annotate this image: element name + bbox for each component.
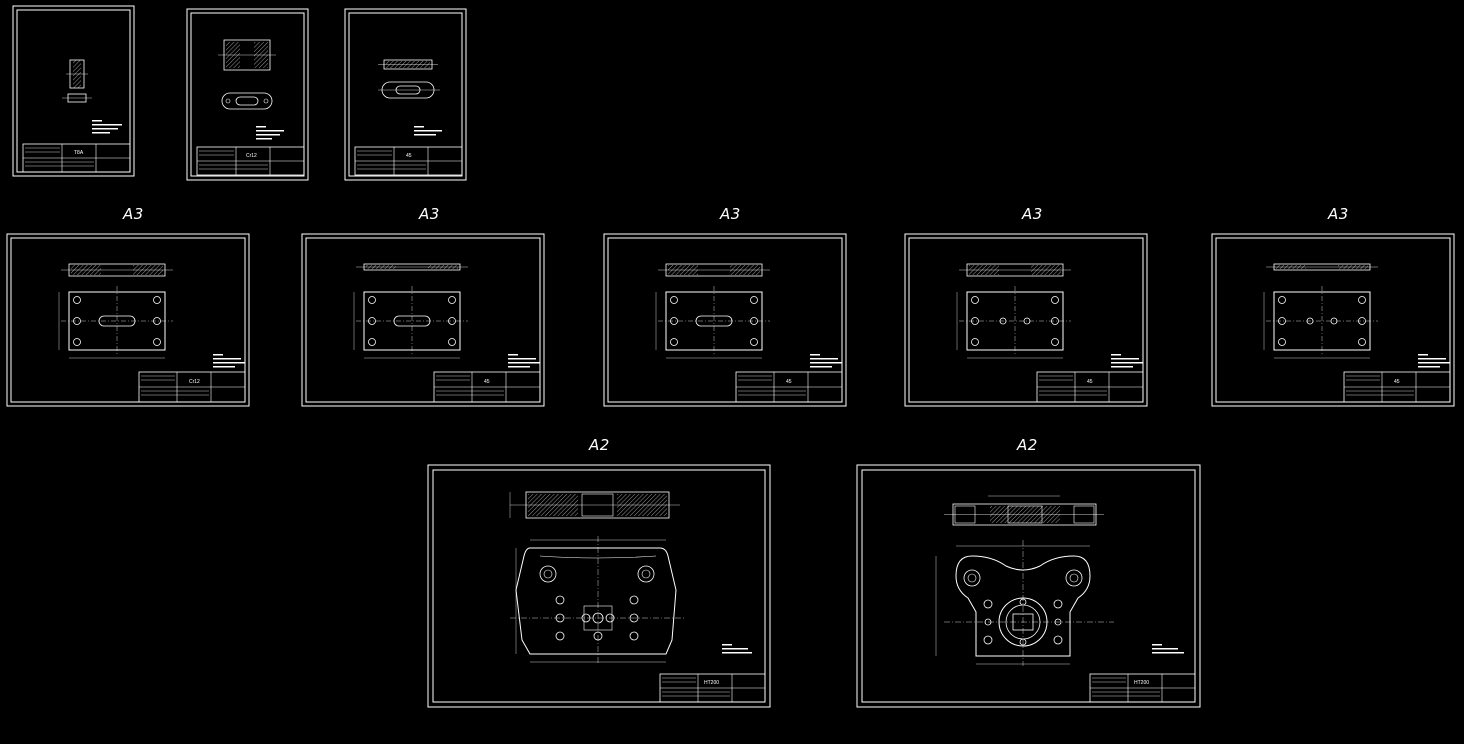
- tech-notes: [1418, 354, 1450, 368]
- title-block: 45: [1343, 371, 1451, 403]
- material-code: 45: [1394, 379, 1400, 385]
- tech-notes: [508, 354, 540, 368]
- title-block: 45: [433, 371, 541, 403]
- sheet-a4-die-insert[interactable]: Cr12: [186, 8, 309, 181]
- sheet-label-a2-2: A2: [1017, 436, 1038, 454]
- tech-notes: [92, 120, 122, 134]
- title-block: HT200: [1089, 673, 1196, 703]
- tech-notes: [1152, 644, 1184, 654]
- title-block: Cr12: [138, 371, 246, 403]
- tech-notes: [810, 354, 842, 368]
- plan-view: [956, 286, 1071, 359]
- sheet-label-a3-3: A3: [720, 205, 741, 223]
- sheet-a3-5[interactable]: 45: [1211, 233, 1455, 407]
- material-code: 45: [1087, 379, 1093, 385]
- section-view: [356, 263, 468, 271]
- plan-view: [655, 286, 770, 359]
- section-view: [658, 263, 770, 277]
- section-view: [1266, 263, 1378, 271]
- title-block: 45: [354, 146, 463, 176]
- material-code: HT200: [704, 680, 719, 686]
- material-code: 45: [484, 379, 490, 385]
- section-view: [959, 263, 1071, 277]
- sheet-a4-punch[interactable]: T8A: [12, 5, 135, 177]
- material-code: Cr12: [189, 379, 200, 385]
- tech-notes: [1111, 354, 1143, 368]
- sheet-label-a2-1: A2: [589, 436, 610, 454]
- title-block: Cr12: [196, 146, 305, 176]
- part-view: [218, 39, 276, 110]
- part-view: [378, 59, 440, 99]
- plan-view: [1263, 286, 1378, 359]
- part-view: [62, 59, 92, 103]
- sheet-label-a3-1: A3: [123, 205, 144, 223]
- tech-notes: [722, 644, 752, 654]
- sheet-label-a3-4: A3: [1022, 205, 1043, 223]
- plan-view: [58, 286, 173, 359]
- title-block: 45: [1036, 371, 1144, 403]
- title-block: T8A: [22, 143, 131, 173]
- material-code: 45: [786, 379, 792, 385]
- plan-view: [935, 540, 1114, 666]
- material-code: 45: [406, 153, 412, 159]
- tech-notes: [256, 126, 284, 140]
- section-view: [509, 491, 680, 519]
- sheet-label-a3-2: A3: [419, 205, 440, 223]
- material-code: Cr12: [246, 153, 257, 159]
- material-code: HT200: [1134, 680, 1149, 686]
- section-view: [944, 495, 1104, 526]
- sheet-a3-1[interactable]: Cr12: [6, 233, 250, 407]
- section-view: [61, 263, 173, 277]
- plan-view: [353, 286, 468, 359]
- plan-view: [510, 536, 686, 664]
- material-code: T8A: [74, 150, 84, 156]
- tech-notes: [414, 126, 442, 136]
- title-block: 45: [735, 371, 843, 403]
- sheet-a2-lower-die-base[interactable]: HT200: [856, 464, 1201, 708]
- sheet-a3-3[interactable]: 45: [603, 233, 847, 407]
- sheet-a3-4[interactable]: 45: [904, 233, 1148, 407]
- sheet-a3-2[interactable]: 45: [301, 233, 545, 407]
- tech-notes: [213, 354, 245, 368]
- sheet-a4-stripper[interactable]: 45: [344, 8, 467, 181]
- sheet-label-a3-5: A3: [1328, 205, 1349, 223]
- title-block: HT200: [659, 673, 766, 703]
- sheet-a2-upper-die-base[interactable]: HT200: [427, 464, 771, 708]
